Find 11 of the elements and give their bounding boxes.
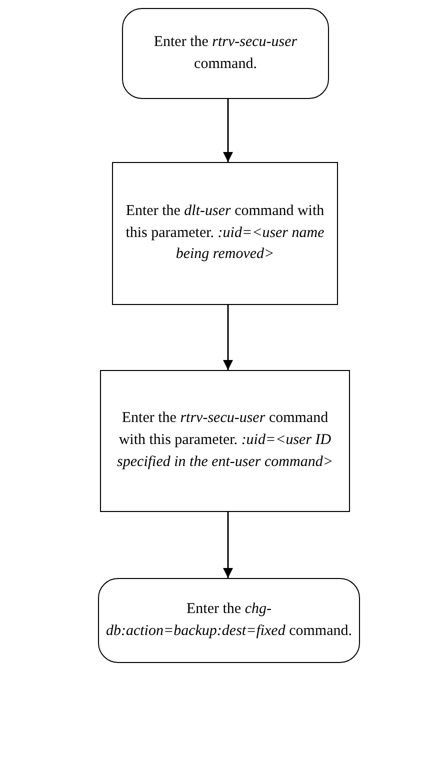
arrow — [223, 512, 233, 578]
arrow — [223, 99, 233, 162]
step-text: Enter the chg-db:action=backup:dest=fixed command. — [105, 600, 353, 640]
process-box — [100, 370, 350, 512]
process-box — [98, 578, 360, 663]
step-text: Enter the rtrv-secu-user command with this parameter. :uid=<user ID specified in the ent-user command> — [116, 409, 334, 472]
step-text: Enter the rtrv-secu-user command. — [152, 32, 298, 74]
arrow — [223, 305, 233, 370]
step-text: Enter the dlt-user command with this parameter. :uid=<user name being removed> — [124, 202, 326, 264]
process-box — [122, 8, 329, 99]
process-box — [112, 162, 338, 305]
